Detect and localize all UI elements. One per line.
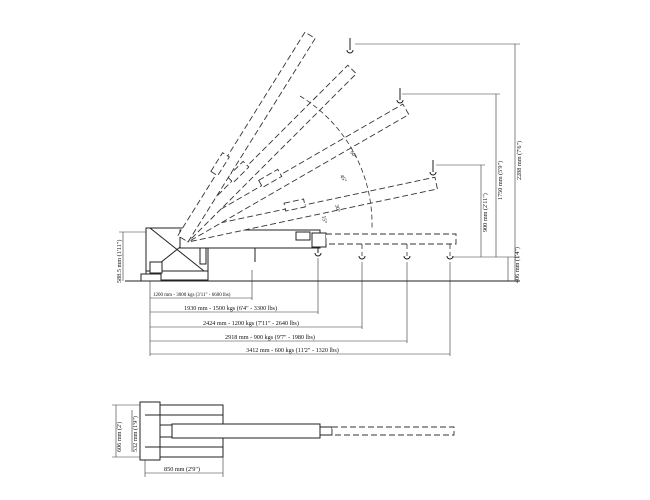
dim-reach-1200: 1200 mm - 3000 kgs (3'11" - 6600 lbs): [153, 293, 231, 298]
boom-extension-dashed: [325, 233, 457, 260]
plan-dimension-lines: [112, 404, 224, 477]
angle-label-60: 60°: [348, 150, 358, 160]
angle-label-30: 30°: [333, 204, 342, 213]
dim-plan-606: 606 mm (2'): [116, 422, 123, 452]
reach-dimension-lines: [149, 258, 451, 356]
dim-height-1750: 1750 mm (5'9"): [497, 161, 504, 200]
dim-height-2288: 2288 mm (7'6"): [516, 141, 523, 180]
boom-60deg: [177, 31, 316, 243]
raised-hooks: [346, 38, 437, 176]
angle-label-15: 15°: [320, 215, 328, 224]
dim-reach-1930: 1930 mm - 1500 kgs (6'4" - 3300 lbs): [184, 305, 277, 312]
dim-reach-2918: 2918 mm - 900 kgs (9'7" - 1980 lbs): [225, 334, 315, 341]
dim-plan-850: 850 mm (2'9"): [164, 466, 200, 473]
dim-height-900: 900 mm (2'11"): [482, 193, 489, 232]
dim-height-588: 588.5 mm (1'11"): [116, 240, 123, 283]
dim-reach-3412: 3412 mm - 600 kgs (11'2" - 1320 lbs): [246, 347, 339, 354]
plan-view: [139, 401, 455, 461]
height-dimension-lines: [355, 43, 520, 281]
dim-plan-532: 532 mm (1'9"): [132, 416, 139, 452]
angle-arc: [299, 95, 373, 229]
dim-height-406: 406 mm (1'4"): [514, 247, 521, 283]
dim-reach-2424: 2424 mm - 1200 kgs (7'11" - 2640 lbs): [203, 320, 299, 327]
angle-label-45: 45°: [338, 174, 348, 184]
boom-45deg: [178, 64, 357, 243]
